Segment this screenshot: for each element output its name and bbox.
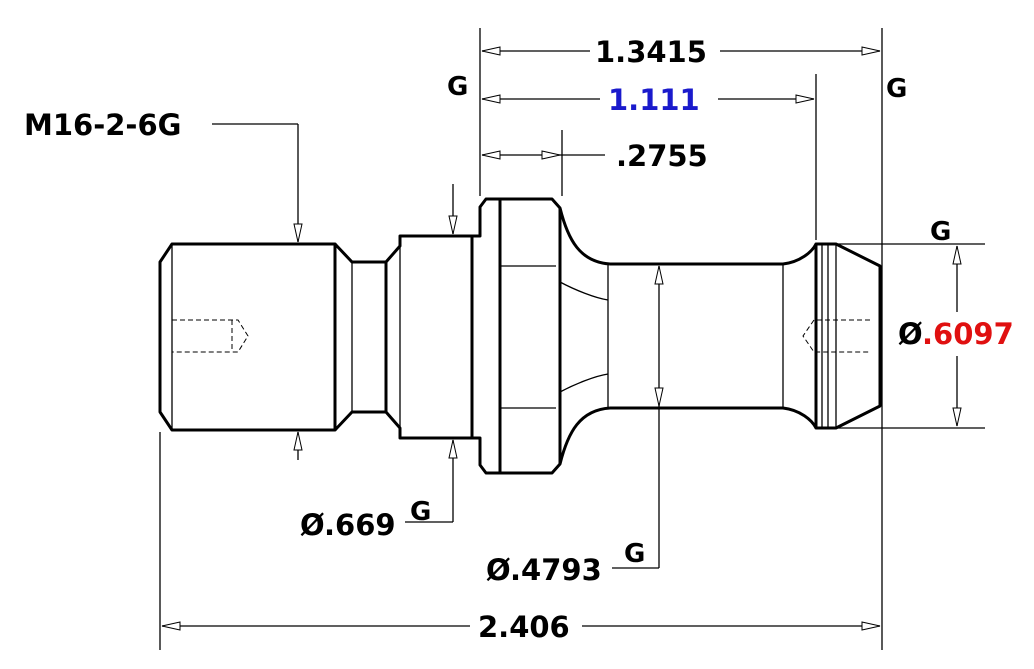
threaded-end xyxy=(158,242,337,432)
dimension-lines xyxy=(159,28,985,650)
part-outline xyxy=(158,197,882,475)
thread-relief-groove xyxy=(333,242,388,432)
gauge-g-label: G xyxy=(447,72,468,102)
shoulder xyxy=(384,234,474,440)
flange-hex xyxy=(500,197,562,475)
top-fillet xyxy=(558,207,611,266)
dim-neck-dia-value: .6097 xyxy=(922,317,1014,351)
dim-shoulder-dia: Ø.669 xyxy=(300,508,396,542)
bottom-fillet xyxy=(558,406,611,465)
gauge-g-label: G xyxy=(624,539,645,569)
head-top-fillet xyxy=(782,243,818,266)
head xyxy=(814,242,882,430)
head-bottom-fillet xyxy=(782,406,818,429)
dim-overall-length: 2.406 xyxy=(478,610,570,644)
dim-flange: .2755 xyxy=(616,139,708,173)
gauge-g-label: G xyxy=(410,497,431,527)
gauge-g-label: G xyxy=(886,74,907,104)
dim-body-dia: Ø.4793 xyxy=(486,553,602,587)
flange xyxy=(472,197,502,475)
dim-inner-top: 1.111 xyxy=(608,83,700,117)
dim-neck-dia: Ø.6097 xyxy=(898,317,1014,351)
dim-neck-dia-prefix: Ø xyxy=(898,317,922,351)
hidden-hole-left xyxy=(172,319,249,353)
body xyxy=(610,262,783,410)
thread-callout: M16-2-6G xyxy=(24,108,181,142)
gauge-g-label: G xyxy=(930,217,951,247)
hidden-hole-right xyxy=(802,319,870,353)
dim-overall-top: 1.3415 xyxy=(595,35,707,69)
dimension-labels: M16-2-6G 1.3415 1.111 .2755 Ø.6097 Ø.669… xyxy=(24,35,1014,644)
